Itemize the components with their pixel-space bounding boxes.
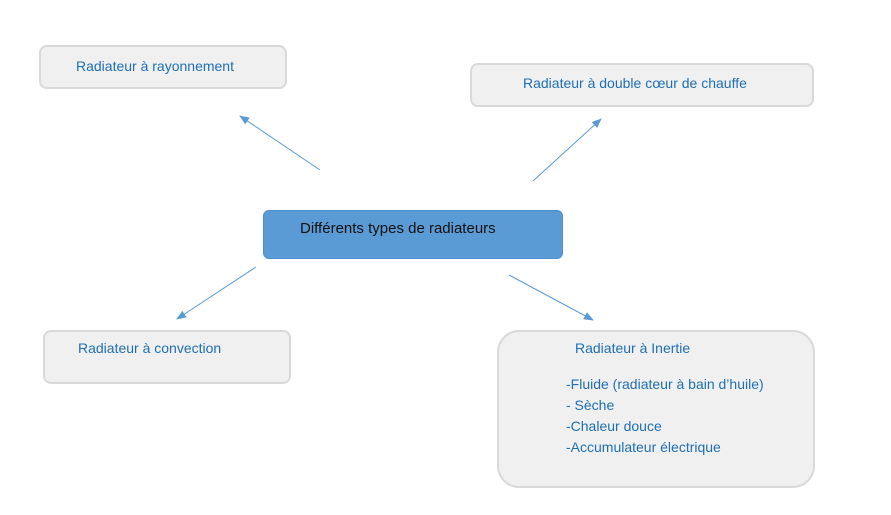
node-inertie-label: Radiateur à Inertie bbox=[575, 340, 691, 356]
node-rayonnement-label: Radiateur à rayonnement bbox=[76, 58, 234, 74]
node-radiateur-double-coeur: Radiateur à double cœur de chauffe bbox=[470, 63, 814, 107]
central-topic-label: Différents types de radiateurs bbox=[300, 220, 496, 237]
node-radiateur-inertie: Radiateur à Inertie -Fluide (radiateur à… bbox=[497, 330, 815, 488]
arrow-to-inertie bbox=[508, 274, 594, 321]
arrow-to-rayonnement bbox=[239, 115, 321, 171]
inertie-item: -Accumulateur électrique bbox=[566, 439, 721, 455]
node-radiateur-rayonnement: Radiateur à rayonnement bbox=[39, 45, 287, 89]
node-double-coeur-label: Radiateur à double cœur de chauffe bbox=[523, 75, 747, 91]
node-radiateur-convection: Radiateur à convection bbox=[43, 330, 291, 384]
arrow-to-double-coeur bbox=[532, 118, 602, 182]
inertie-item-list: -Fluide (radiateur à bain d’huile) - Sèc… bbox=[566, 374, 764, 458]
central-topic: Différents types de radiateurs bbox=[263, 210, 563, 259]
node-convection-label: Radiateur à convection bbox=[78, 340, 222, 356]
arrow-to-convection bbox=[176, 266, 257, 320]
inertie-item: -Fluide (radiateur à bain d’huile) bbox=[566, 376, 764, 392]
inertie-item: -Chaleur douce bbox=[566, 418, 662, 434]
inertie-item: - Sèche bbox=[566, 397, 615, 413]
